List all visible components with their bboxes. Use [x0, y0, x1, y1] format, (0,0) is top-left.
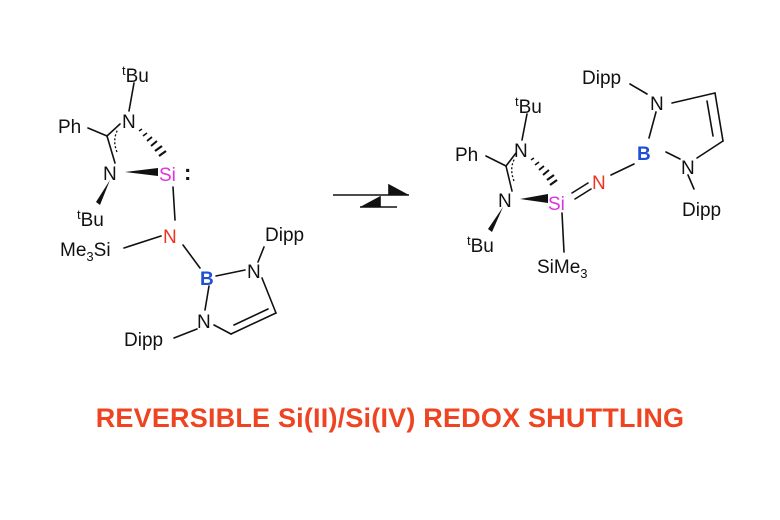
r-si-n-double-1	[571, 182, 589, 194]
r-bond-c-n2	[505, 165, 513, 192]
r-bond-n-c	[671, 92, 716, 104]
r-sime3-label: SiMe3	[537, 257, 588, 281]
ring-double-bond-inner	[233, 308, 269, 326]
bond-b-n-upper	[215, 269, 246, 277]
r-ph-label: Ph	[455, 145, 478, 166]
n-ring-upper-label: N	[247, 262, 261, 283]
right-molecule: tBu Ph N N Si N B N N Dipp Dipp tBu SiMe…	[455, 68, 724, 281]
r-n-ring-upper-label: N	[650, 94, 664, 115]
bond-ph-c	[87, 127, 108, 137]
tbu-label-top: tBu	[122, 63, 149, 87]
r-bond-ph-c	[485, 155, 507, 167]
bond-ring-n-c	[261, 277, 277, 314]
equilibrium-arrows	[333, 183, 409, 208]
bond-c-n2	[106, 135, 116, 164]
si-label: Si	[159, 165, 176, 186]
ring-double-bond	[230, 312, 277, 335]
dipp-label-lower: Dipp	[124, 330, 163, 351]
r-ring-double-bond-inner	[706, 100, 714, 137]
r-n1-label: N	[514, 141, 528, 162]
tbu-label-bottom: tBu	[77, 207, 104, 231]
r-dipp-label-lower: Dipp	[682, 200, 721, 221]
r-si-n-double-2	[574, 188, 592, 200]
b-label: B	[200, 269, 214, 290]
bond-n-dipp-lower	[173, 328, 198, 339]
lone-pair: :	[184, 160, 191, 185]
r-wedge-bond-n2-tbu	[488, 207, 503, 232]
r-n-imide-label: N	[592, 173, 606, 194]
me3si-label: Me3Si	[60, 240, 111, 264]
r-bond-n-b	[610, 163, 635, 176]
r-amidinate-delocalized-bond	[511, 157, 516, 182]
bond-si-n	[172, 186, 176, 221]
bond-b-n-lower	[204, 285, 210, 311]
r-n-ring-lower-label: N	[681, 158, 695, 179]
amidinate-delocalized-bond	[114, 128, 119, 153]
r-bond-c-n1	[505, 152, 517, 167]
r-ring-double-bond	[714, 92, 724, 142]
r-si-label: Si	[548, 194, 565, 215]
figure-caption: REVERSIBLE Si(II)/Si(IV) REDOX SHUTTLING	[95, 403, 685, 433]
dipp-label-upper: Dipp	[265, 225, 304, 246]
bond-n-dipp-upper	[257, 246, 265, 263]
bond-tms-n	[123, 235, 162, 249]
n-ring-lower-label: N	[197, 312, 211, 333]
hashed-bond-n1-si	[138, 128, 167, 157]
wedge-bond-n2-tbu	[96, 180, 110, 205]
r-b-label: B	[637, 144, 651, 165]
r-hashed-bond-n1-si	[530, 157, 558, 186]
bond-n-b	[182, 244, 201, 269]
r-tbu-label-bottom: tBu	[467, 233, 494, 257]
r-bond-b-n-lower	[665, 151, 681, 160]
left-molecule: tBu Ph N N Si : tBu N Me3Si Dipp B N N D…	[58, 63, 304, 351]
r-wedge-bond-n2-si	[520, 194, 548, 203]
r-bond-n-dipp-lower	[687, 174, 695, 190]
r-n2-label: N	[498, 191, 512, 212]
bond-c-n1	[106, 123, 121, 137]
n2-label: N	[103, 164, 117, 185]
bond-tbu-n1	[128, 82, 135, 112]
n-amide-label: N	[163, 227, 177, 248]
wedge-bond-n2-si	[125, 168, 158, 176]
r-bond-c-n-lower	[696, 140, 724, 159]
n1-label: N	[122, 112, 136, 133]
r-dipp-label-upper: Dipp	[582, 68, 621, 89]
r-bond-dipp-n-upper	[629, 83, 648, 95]
bond-c-n-lower	[213, 324, 232, 335]
r-bond-si-tms	[561, 212, 565, 253]
r-tbu-label-top: tBu	[515, 94, 542, 118]
ph-label: Ph	[58, 117, 81, 138]
r-bond-n-b-upper	[648, 111, 657, 139]
r-bond-tbu-n1	[521, 113, 528, 141]
